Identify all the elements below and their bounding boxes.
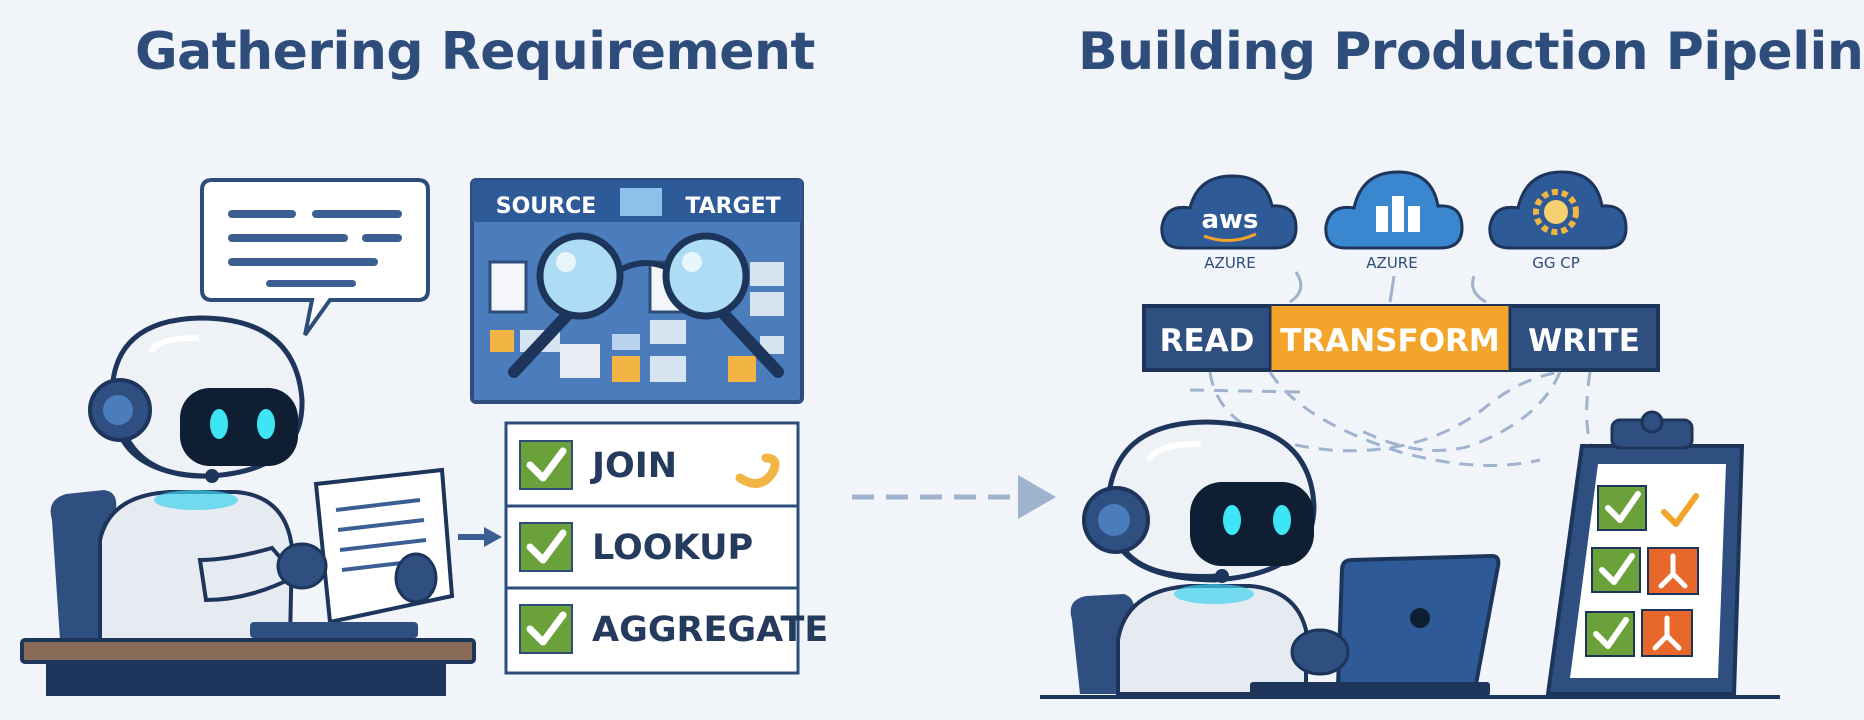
left-section-title: Gathering Requirement <box>135 22 815 82</box>
cloud-label: AZURE <box>1204 254 1255 272</box>
azure-cloud-icon: AZURE <box>1324 170 1464 272</box>
requirement-checklist: JOIN LOOKUP AGGREGATE <box>504 421 828 675</box>
right-section-title: Building Production Pipeline <box>1078 22 1864 82</box>
aws-cloud-icon: aws AZURE <box>1160 174 1298 272</box>
aws-logo-text: aws <box>1201 205 1258 235</box>
flow-arrow-icon <box>852 475 1056 519</box>
checklist-item-join: JOIN <box>519 440 780 490</box>
arrow-right-icon <box>458 527 502 547</box>
curl-icon <box>735 453 780 488</box>
checklist-label: JOIN <box>590 446 677 486</box>
gcp-cloud-icon: GG CP <box>1488 170 1628 272</box>
source-label: SOURCE <box>496 194 597 219</box>
checklist-item-lookup: LOOKUP <box>519 522 753 572</box>
pipeline-step-read: READ <box>1160 323 1255 359</box>
pipeline-step-write: WRITE <box>1528 323 1640 359</box>
checklist-label: AGGREGATE <box>592 610 828 650</box>
source-target-table: SOURCE TARGET <box>470 178 804 404</box>
magnifying-glasses-icon <box>508 232 784 378</box>
pipeline-step-transform: TRANSFORM <box>1280 323 1500 359</box>
document-icon <box>313 467 455 625</box>
speech-bubble-icon <box>200 178 430 337</box>
clipboard-checklist-icon <box>1545 410 1745 696</box>
checklist-item-aggregate: AGGREGATE <box>519 604 828 654</box>
cloud-label: AZURE <box>1366 254 1417 272</box>
cloud-label: GG CP <box>1532 254 1580 272</box>
robot-reading-document <box>20 315 476 696</box>
data-flow-lines <box>1189 370 1602 467</box>
checklist-label: LOOKUP <box>592 528 753 568</box>
robot-at-laptop <box>1040 419 1780 699</box>
laptop-icon <box>1250 553 1501 696</box>
target-label: TARGET <box>685 194 780 219</box>
pipeline-bar: READ TRANSFORM WRITE <box>1142 304 1660 372</box>
